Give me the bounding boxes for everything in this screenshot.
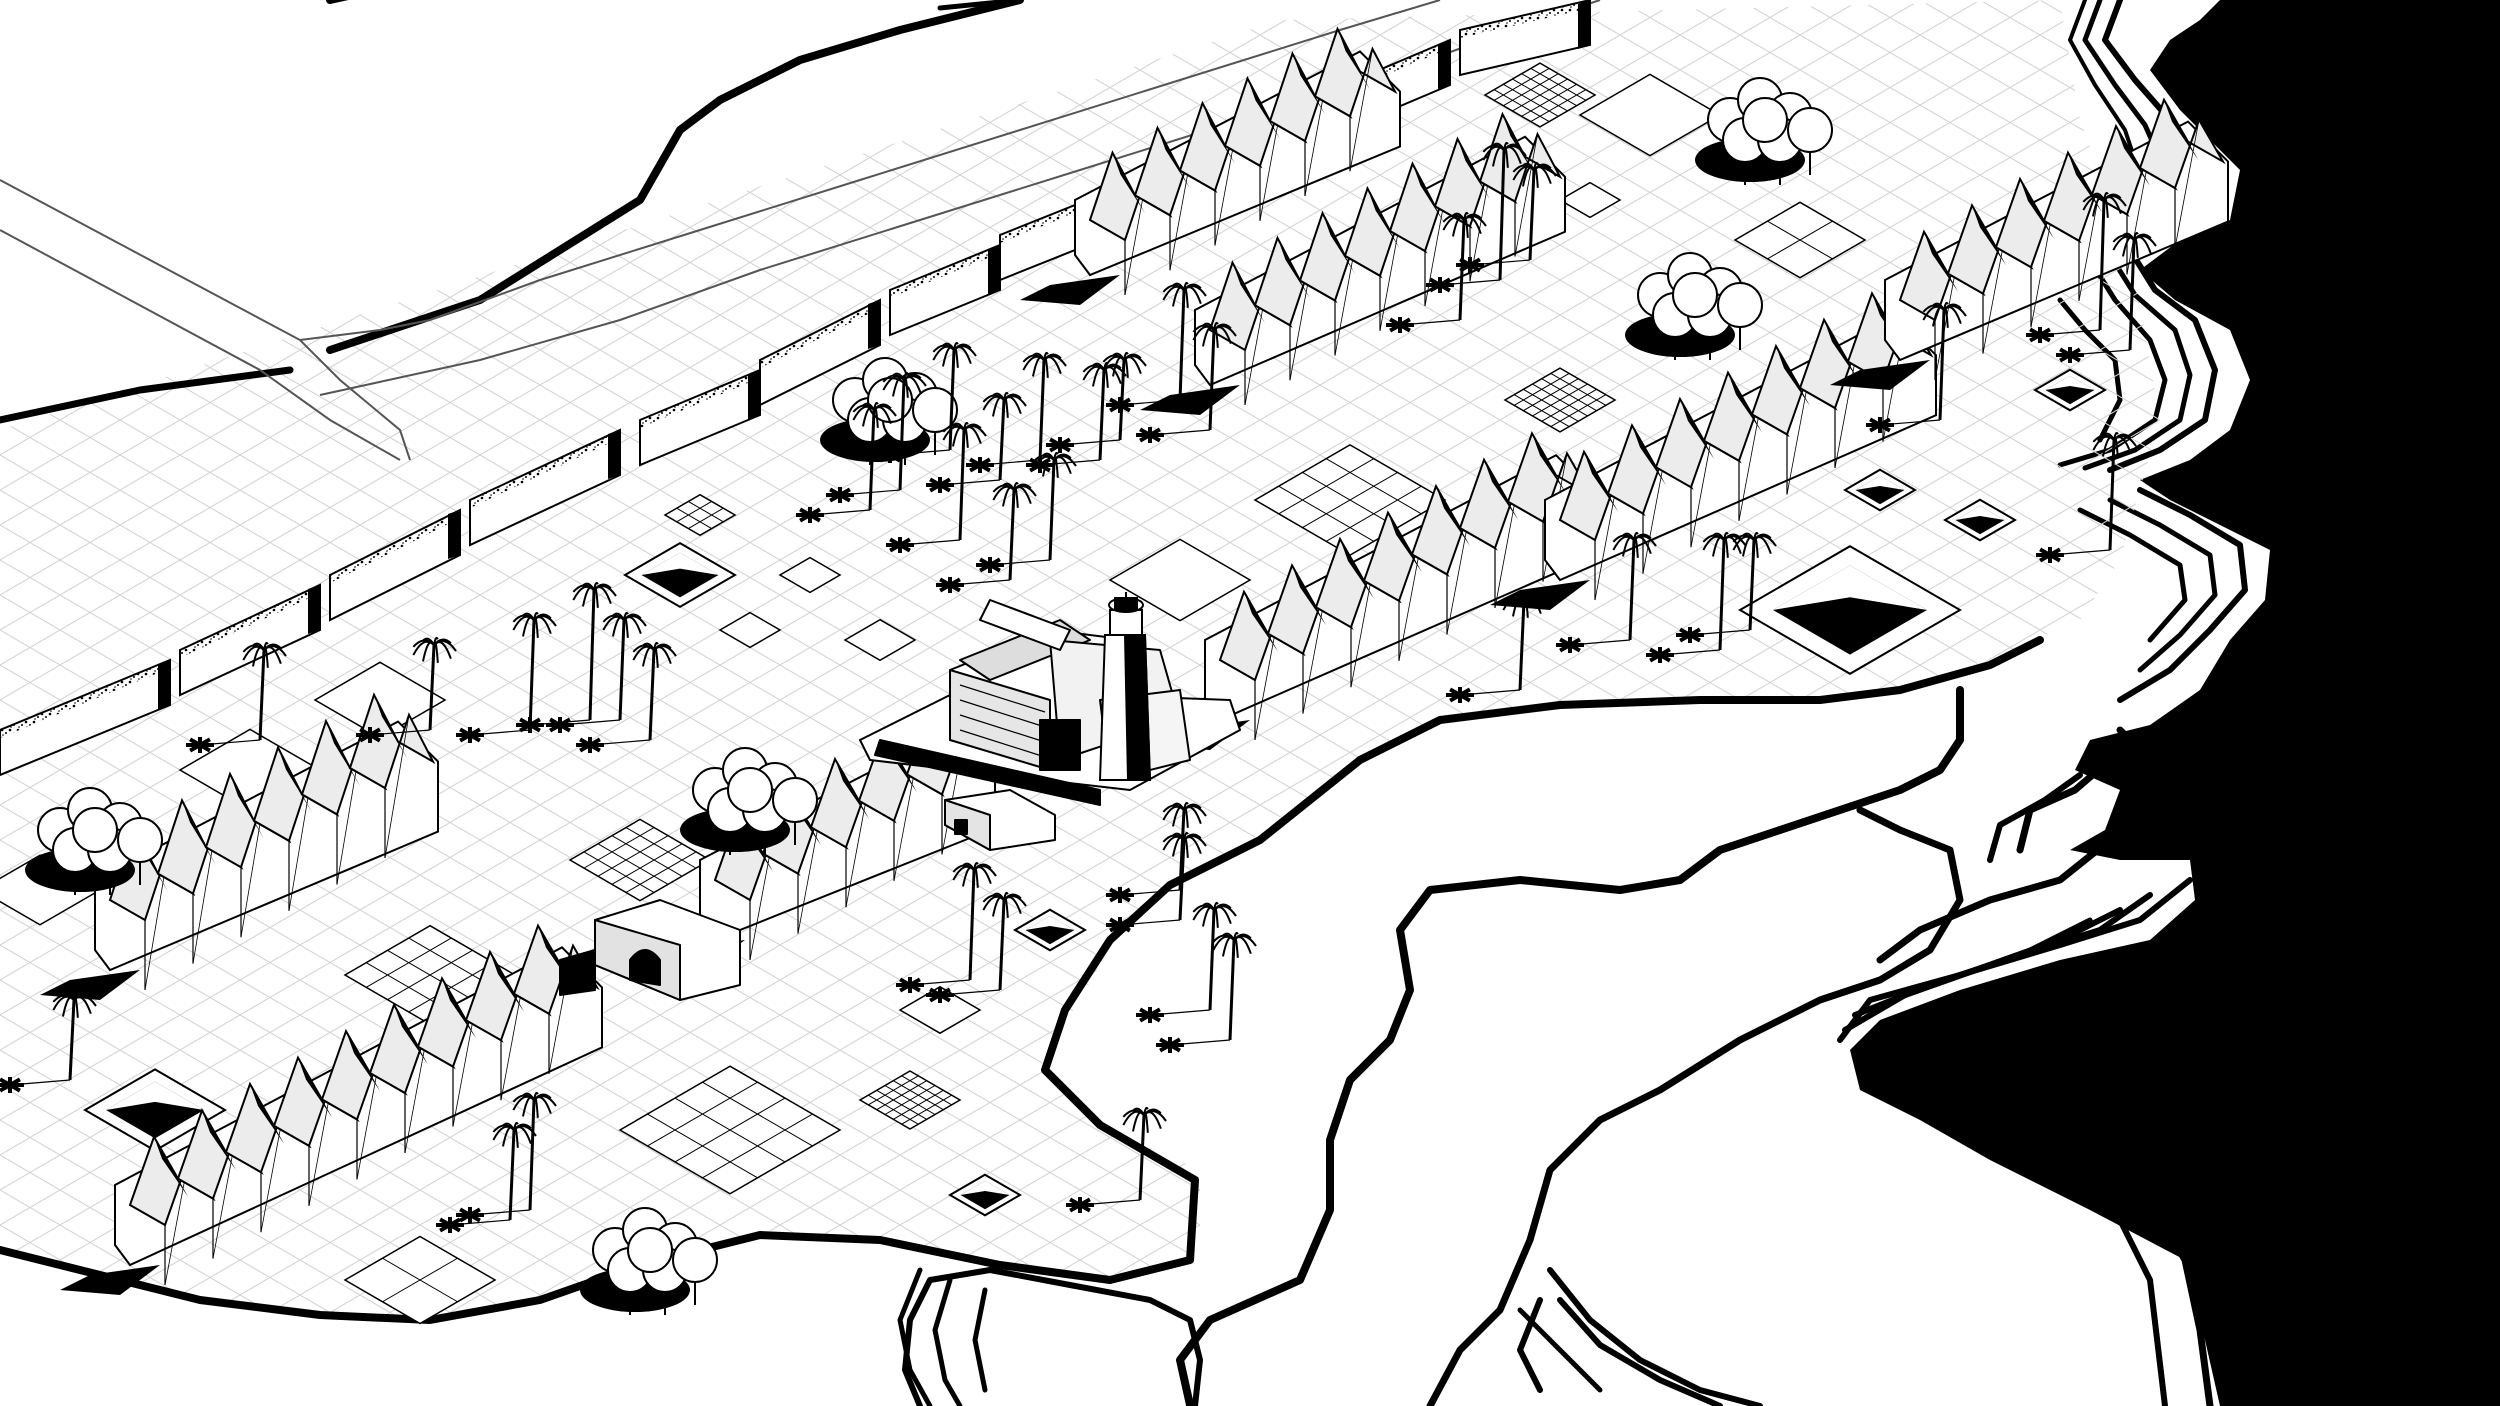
palm-tree (456, 611, 557, 743)
palm-tree (436, 1121, 537, 1233)
hedge-top (470, 430, 620, 508)
hedge-top (760, 300, 880, 368)
tree-cluster (680, 747, 818, 855)
palm-tree (1866, 301, 1967, 433)
palm-tree (1066, 1106, 1167, 1213)
tree-cluster (1695, 77, 1833, 185)
palm-tree (516, 581, 617, 733)
hedge-top (0, 660, 170, 738)
hedge-shadow (1578, 0, 1590, 49)
palm-tree (186, 641, 287, 753)
sunken-pool (948, 1173, 1022, 1217)
sea (1850, 0, 2500, 1406)
palm-tree (356, 636, 457, 743)
sunken-pool (2033, 368, 2107, 412)
sunken-pool (1738, 545, 1962, 675)
palm-tree (2026, 191, 2127, 343)
sunken-pool (1013, 908, 1087, 952)
palm-tree (1136, 321, 1237, 443)
palm-tree (1026, 361, 1127, 473)
palm-tree (976, 451, 1077, 573)
palm-tree (966, 351, 1067, 473)
garden-grid (1108, 538, 1252, 622)
palm-tree (2036, 431, 2137, 563)
palm-tree (546, 611, 647, 733)
hedge-shadow (868, 300, 880, 349)
garden-grid (343, 1235, 497, 1325)
palm-tree (0, 991, 97, 1093)
garden-grid (663, 493, 737, 537)
hedge-shadow (308, 585, 320, 634)
garden-grid (1733, 201, 1867, 279)
hedge-shadow (448, 510, 460, 559)
greenhouse-row (1020, 26, 1401, 305)
hedge-top (640, 370, 760, 428)
greenhouse-row (1140, 111, 1566, 415)
palm-tree (1446, 591, 1547, 703)
garden-grid (618, 1065, 842, 1195)
coastal-contours (0, 0, 2154, 1406)
garden-grid (1578, 73, 1722, 157)
tree-cluster (580, 1207, 718, 1315)
garden-grid (858, 1070, 962, 1130)
palm-tree (1106, 831, 1207, 933)
greenhouse-row (1830, 97, 2229, 390)
palm-tree (2056, 231, 2157, 363)
palm-tree (1426, 141, 1527, 293)
palm-tree (926, 391, 1027, 493)
hedge-shadow (988, 245, 1000, 294)
garden-grid (1558, 181, 1622, 219)
palm-tree (796, 401, 897, 523)
palm-tree (576, 641, 677, 753)
palm-tree (1136, 901, 1237, 1023)
sunken-pool (83, 1068, 227, 1152)
garden-grid (1483, 62, 1597, 128)
tree-clusters (25, 77, 1833, 1315)
palm-tree (926, 891, 1027, 1003)
greenhouse-row (40, 692, 439, 1000)
hedge-shadow (1438, 40, 1450, 89)
hedge-top (890, 245, 1000, 298)
palm-tree (876, 341, 977, 463)
greenhouse-rows (40, 26, 2229, 1295)
palm-tree (1676, 531, 1777, 643)
palm-tree (456, 1091, 557, 1223)
hedge-shadow (748, 370, 760, 419)
palm-tree (896, 861, 997, 993)
hedge-top (1460, 0, 1590, 38)
palm-tree (1556, 531, 1657, 653)
hedge-top (180, 585, 320, 658)
hedge-shadow (158, 660, 170, 709)
palm-tree (826, 371, 927, 503)
garden-grid (843, 618, 917, 662)
garden-grid (898, 985, 982, 1035)
greenhouse-row (60, 923, 603, 1295)
tree-cluster (1625, 252, 1763, 360)
sunken-pool (1943, 498, 2017, 542)
gatehouse (559, 789, 1056, 1001)
hedge-shadow (608, 430, 620, 479)
tree-cluster (25, 787, 163, 895)
palm-tree (886, 421, 987, 553)
sunken-pool (623, 541, 737, 609)
garden-grid (718, 611, 782, 649)
garden-grid (778, 556, 842, 594)
palm-tree (936, 481, 1037, 593)
palm-tree (1156, 931, 1257, 1053)
sunken-pools (83, 368, 2107, 1217)
sunken-pool (1843, 468, 1917, 512)
garden-grid (568, 818, 712, 902)
lighthouse (1098, 592, 1152, 781)
garden-grid (1503, 367, 1617, 433)
palm-tree (1046, 351, 1147, 453)
hedge-top (330, 510, 460, 583)
palm-trees (0, 141, 2157, 1233)
palm-tree (1106, 281, 1207, 413)
palm-tree (1456, 161, 1557, 273)
